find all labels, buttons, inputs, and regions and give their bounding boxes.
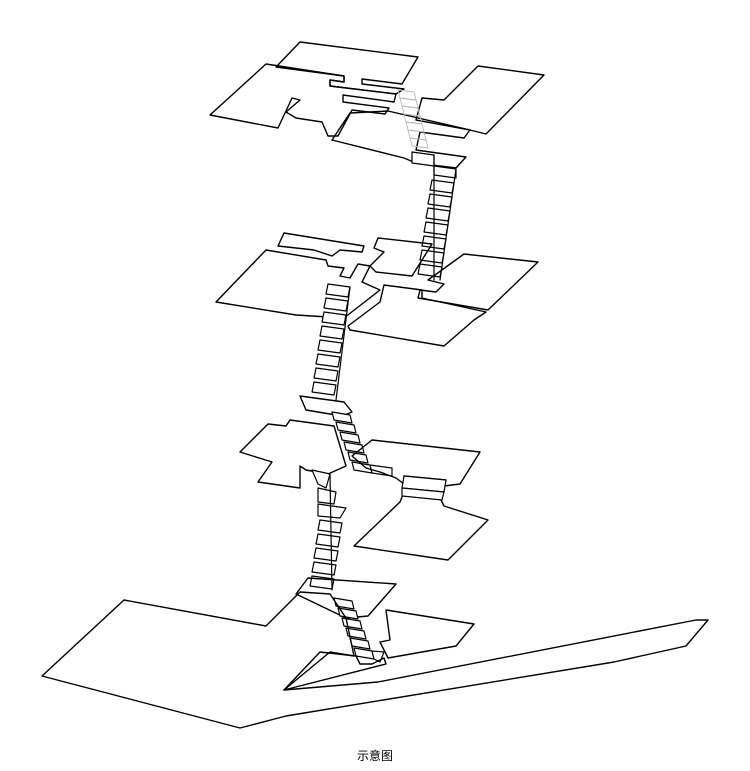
stair-run-ground: [333, 597, 385, 663]
stair-run-middle: [311, 283, 351, 401]
top-stair-ghost: [397, 89, 429, 149]
stair-run-upper: [411, 151, 457, 281]
level-3-left-wing: [215, 249, 381, 319]
level-3-center-panel: [369, 237, 433, 277]
stair-run-middle-lower: [331, 411, 393, 477]
exploded-floor-plan-diagram: [41, 41, 709, 729]
level-2-front-block: [353, 491, 489, 561]
stair-bridge-level-2: [401, 475, 447, 501]
level-3-east-block: [417, 253, 539, 311]
landing-middle: [299, 395, 353, 417]
diagram-caption: 示意图: [356, 749, 393, 763]
top-floor-east-block: [415, 65, 545, 135]
ground-floor-south-panel: [283, 651, 387, 691]
top-floor-left-wing: [209, 63, 397, 137]
floor-slab-level-2: [239, 419, 489, 561]
stair-run-lower: [309, 469, 347, 591]
floor-slab-level-3: [215, 232, 539, 347]
floor-slab-ground: [41, 591, 709, 729]
floor-slab-top: [209, 41, 545, 169]
top-floor-right-wing: [331, 110, 471, 169]
level-3-rear-panel: [277, 232, 365, 257]
level-2-left-wing: [239, 419, 347, 489]
level-3-front-right: [347, 284, 487, 347]
ground-floor-east-panel: [379, 609, 475, 659]
top-floor-rear-panel: [275, 41, 419, 95]
ground-floor-main-slab: [41, 591, 709, 729]
